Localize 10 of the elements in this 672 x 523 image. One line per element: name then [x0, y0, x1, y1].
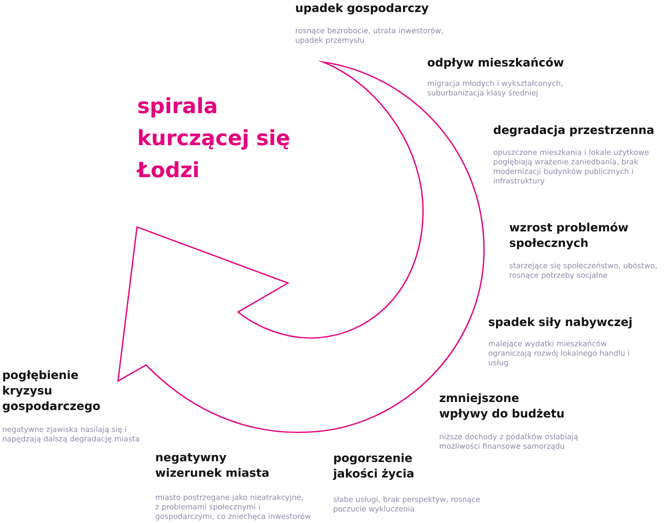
heading: wzrost problemów społecznych — [510, 222, 628, 250]
heading: odpływ mieszkańców — [428, 57, 564, 69]
title: spirala kurczącej się Łodzi — [136, 97, 290, 178]
heading: degradacja przestrzenna — [494, 125, 654, 136]
heading: negatywny wizerunek miasta — [156, 453, 268, 477]
heading: upadek gospodarczy — [296, 3, 428, 14]
heading: spadek siły nabywczej — [488, 317, 632, 328]
heading: zmniejszone wpływy do budżetu — [440, 393, 564, 420]
heading: pogłębienie kryzysu gospodarczego — [2, 370, 100, 412]
heading: pogorszenie jakości życia — [332, 453, 414, 480]
